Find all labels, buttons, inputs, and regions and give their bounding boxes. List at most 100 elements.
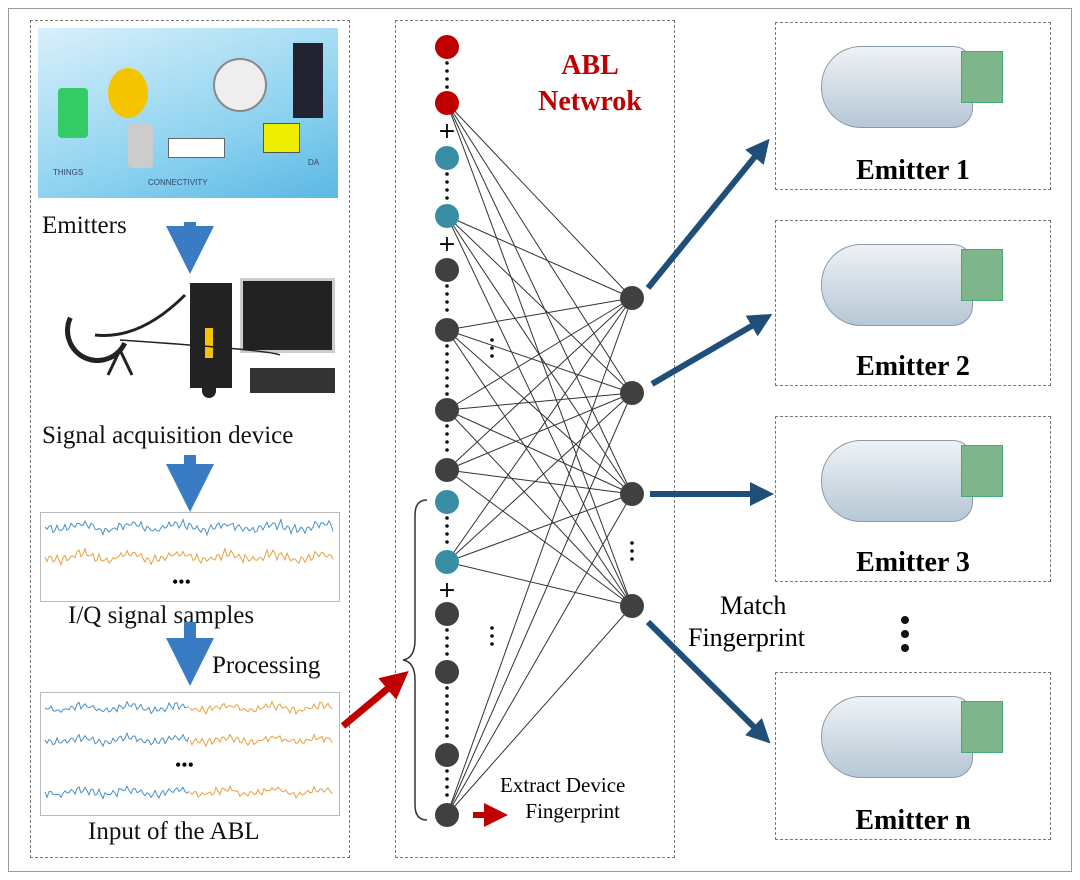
ellipsis-dot xyxy=(445,172,449,176)
output-arrow xyxy=(648,148,762,288)
ellipsis-dot xyxy=(445,532,449,536)
ellipsis-dot xyxy=(445,284,449,288)
plus-sign: + xyxy=(438,119,456,144)
ellipsis-dot xyxy=(445,196,449,200)
connection-line xyxy=(447,216,632,393)
connection-line xyxy=(447,103,632,494)
ellipsis-dot xyxy=(490,338,494,342)
ellipsis-dot xyxy=(445,180,449,184)
input-node xyxy=(435,602,459,626)
output-arrow xyxy=(652,320,762,384)
output-node xyxy=(620,482,644,506)
input-node xyxy=(435,35,459,59)
input-node xyxy=(435,490,459,514)
connection-line xyxy=(447,494,632,815)
ellipsis-dot xyxy=(445,376,449,380)
plus-sign: + xyxy=(438,578,456,603)
input-node xyxy=(435,146,459,170)
output-node xyxy=(620,286,644,310)
ellipsis-dot xyxy=(445,628,449,632)
ellipsis-dot xyxy=(445,734,449,738)
ellipsis-dot xyxy=(445,432,449,436)
ellipsis-dot xyxy=(445,308,449,312)
input-node xyxy=(435,458,459,482)
ellipsis-dot xyxy=(445,686,449,690)
ellipsis-dot xyxy=(445,440,449,444)
input-node xyxy=(435,91,459,115)
ellipsis-dot xyxy=(445,292,449,296)
ellipsis-dot xyxy=(445,424,449,428)
input-brace xyxy=(403,500,427,820)
output-node xyxy=(620,594,644,618)
ellipsis-dot xyxy=(445,352,449,356)
ellipsis-dot xyxy=(445,524,449,528)
input-node xyxy=(435,258,459,282)
q-waveform xyxy=(190,786,332,798)
antenna-cable xyxy=(95,295,185,375)
connection-line xyxy=(447,103,632,393)
ellipsis-dot xyxy=(445,785,449,789)
ellipsis-dot xyxy=(445,718,449,722)
ellipsis-dot xyxy=(490,626,494,630)
ellipsis-dot xyxy=(445,85,449,89)
input-node xyxy=(435,803,459,827)
ellipsis-dot xyxy=(445,777,449,781)
ellipsis-dot xyxy=(445,702,449,706)
ellipsis-dot xyxy=(445,384,449,388)
connection-line xyxy=(447,562,632,606)
ellipsis-dot xyxy=(445,726,449,730)
input-node xyxy=(435,204,459,228)
ellipsis-dot xyxy=(445,368,449,372)
connection-line xyxy=(447,103,632,298)
emitter-ellipsis-dot xyxy=(901,644,909,652)
input-node xyxy=(435,743,459,767)
output-node xyxy=(620,381,644,405)
input-node xyxy=(435,550,459,574)
connection-line xyxy=(447,298,632,330)
connection-line xyxy=(447,298,632,815)
i-waveform xyxy=(45,519,333,535)
input-node xyxy=(435,318,459,342)
output-arrow xyxy=(648,622,762,735)
ellipsis-dot xyxy=(445,300,449,304)
ellipsis-dot xyxy=(490,354,494,358)
connection-line xyxy=(447,393,632,470)
connection-line xyxy=(447,494,632,562)
connection-line xyxy=(447,393,632,562)
keyboard-cable xyxy=(120,340,280,355)
q-waveform xyxy=(190,735,332,747)
ellipsis-dot xyxy=(630,541,634,545)
ellipsis-dot xyxy=(630,557,634,561)
connection-line xyxy=(447,606,632,815)
ellipsis-dot xyxy=(445,69,449,73)
ellipsis-dot xyxy=(445,793,449,797)
q-waveform xyxy=(45,549,333,565)
input-node xyxy=(435,398,459,422)
ellipsis-dot xyxy=(630,549,634,553)
i-waveform xyxy=(45,702,189,714)
connection-line xyxy=(447,393,632,815)
connection-line xyxy=(447,330,632,606)
input-node xyxy=(435,660,459,684)
plus-sign: + xyxy=(438,232,456,257)
emitter-ellipsis-dot xyxy=(901,616,909,624)
connection-line xyxy=(447,393,632,410)
ellipsis-dot xyxy=(490,346,494,350)
ellipsis-dot xyxy=(445,710,449,714)
ellipsis-dot xyxy=(445,360,449,364)
ellipsis-dot xyxy=(445,516,449,520)
connection-line xyxy=(447,410,632,606)
ellipsis-dot xyxy=(445,448,449,452)
i-waveform xyxy=(45,786,189,798)
ellipsis-dot xyxy=(445,540,449,544)
ellipsis-dot xyxy=(445,652,449,656)
ellipsis-dot xyxy=(445,61,449,65)
ellipsis-dot xyxy=(445,188,449,192)
q-waveform xyxy=(190,701,332,714)
ellipsis-dot xyxy=(445,77,449,81)
ellipsis-dot xyxy=(445,644,449,648)
emitter-ellipsis-dot xyxy=(901,630,909,638)
ellipsis-dot xyxy=(445,344,449,348)
